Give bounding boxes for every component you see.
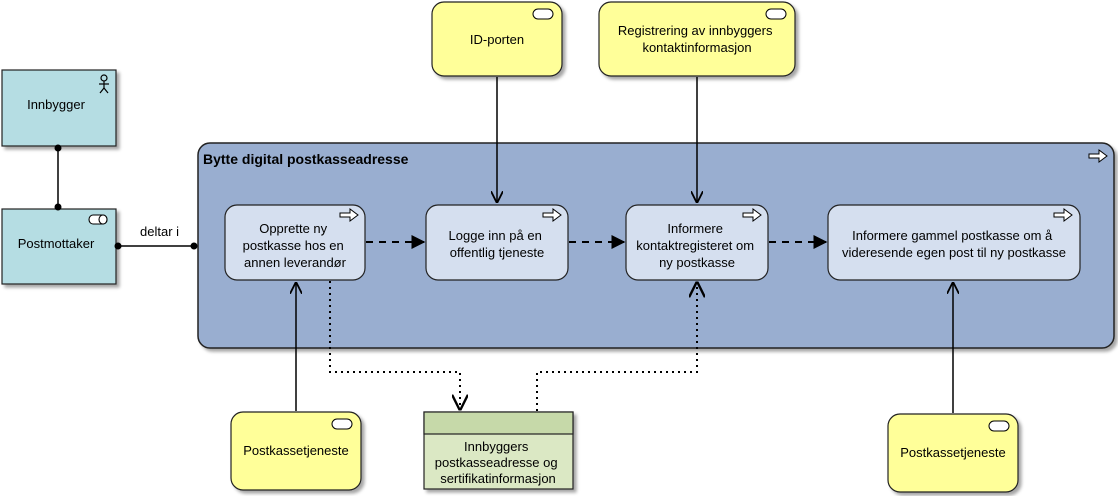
service-idporten[interactable]: ID-porten <box>431 1 563 77</box>
service-label: Registrering av innbyggers kontaktinform… <box>618 23 776 55</box>
data-object-label: Innbyggers postkasseadresse og sertifika… <box>435 439 561 486</box>
service-label: ID-porten <box>470 32 524 47</box>
process-step-opprette[interactable]: Opprette ny postkasse hos en annen lever… <box>224 204 366 281</box>
process-step-informere-gammel-postkasse[interactable]: Informere gammel postkasse om å viderese… <box>827 204 1081 281</box>
access-edges <box>329 281 697 411</box>
assignment-edge <box>54 144 62 211</box>
service-label: Postkassetjeneste <box>243 443 349 458</box>
actor-innbygger[interactable]: Innbygger <box>1 69 117 147</box>
process-arrow-icon <box>339 208 359 222</box>
person-icon <box>99 74 109 94</box>
step-label: Opprette ny postkasse hos en annen lever… <box>243 221 348 270</box>
role-postmottaker[interactable]: Postmottaker <box>1 208 117 285</box>
edge-dataobject-step3 <box>536 283 697 411</box>
process-arrow-icon <box>1088 149 1108 163</box>
role-icon <box>88 214 108 225</box>
step-label: Informere gammel postkasse om å viderese… <box>842 228 1066 260</box>
service-icon <box>331 418 353 430</box>
serving-edges <box>296 77 953 413</box>
service-postkassetjeneste-left[interactable]: Postkassetjeneste <box>230 411 362 491</box>
deltar-i-edge: deltar i <box>114 224 198 250</box>
service-icon <box>988 420 1010 432</box>
process-step-informere-kontaktregister[interactable]: Informere kontaktregisteret om ny postka… <box>625 204 769 281</box>
edge-step1-dataobject <box>329 281 460 409</box>
service-registrering[interactable]: Registrering av innbyggers kontaktinform… <box>598 1 796 77</box>
step-label: Logge inn på en offentlig tjeneste <box>449 228 546 260</box>
process-arrow-icon <box>542 208 562 222</box>
service-postkassetjeneste-right[interactable]: Postkassetjeneste <box>887 413 1019 493</box>
role-label: Postmottaker <box>18 236 95 251</box>
data-object-postkasseadresse[interactable]: Innbyggers postkasseadresse og sertifika… <box>423 411 574 490</box>
service-label: Postkassetjeneste <box>900 445 1006 460</box>
step-label: Informere kontaktregisteret om ny postka… <box>636 221 757 270</box>
process-arrow-icon <box>1053 208 1073 222</box>
relation-label: deltar i <box>140 224 179 239</box>
actor-label: Innbygger <box>27 97 85 112</box>
service-icon <box>532 8 554 20</box>
process-arrow-icon <box>742 208 762 222</box>
process-title: Bytte digital postkasseadresse <box>203 151 409 167</box>
service-icon <box>765 8 787 20</box>
process-step-logge-inn[interactable]: Logge inn på en offentlig tjeneste <box>425 204 569 281</box>
